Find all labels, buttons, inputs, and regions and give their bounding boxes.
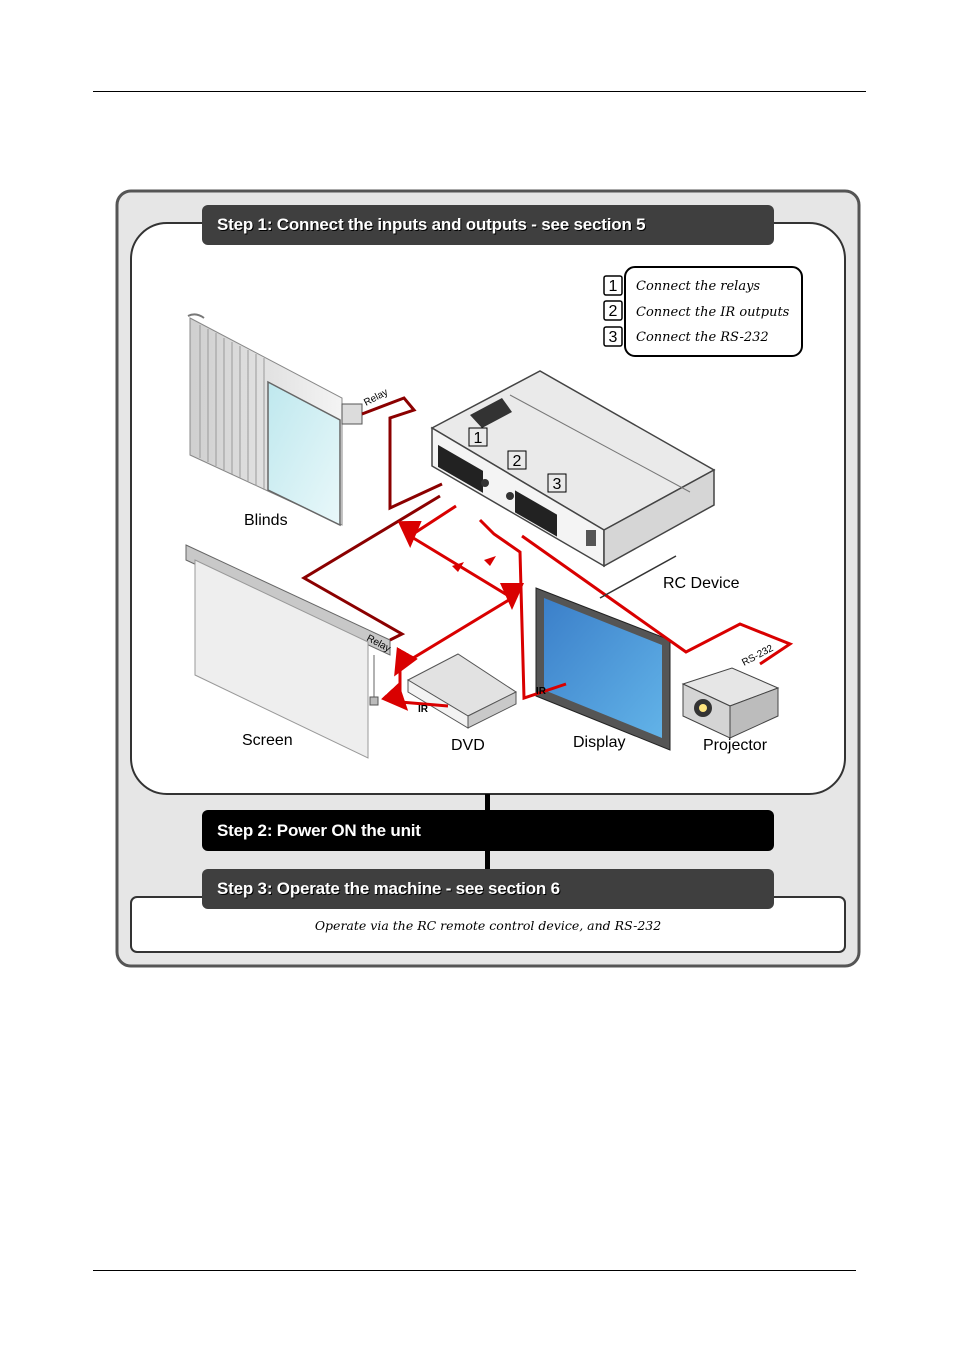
device-label-rc: RC Device	[663, 575, 740, 592]
svg-text:1: 1	[609, 278, 618, 295]
unit-callout-1: 1	[474, 430, 483, 447]
unit-callout-2-box	[507, 450, 527, 470]
unit-callout-2: 2	[513, 453, 522, 470]
device-label-display: Display	[573, 734, 625, 751]
connector-1	[485, 794, 490, 811]
unit-callout-1-box	[468, 427, 488, 447]
legend-num-2: 2	[603, 300, 623, 321]
blinds-illustration	[187, 313, 363, 527]
label-ir-dvd: IR	[418, 704, 429, 715]
top-rule	[93, 91, 866, 92]
step3-bar: Step 3: Operate the machine - see sectio…	[202, 869, 774, 909]
wire-ir-dvd	[381, 504, 525, 711]
control-unit	[430, 370, 716, 568]
unit-callout-3-box	[547, 473, 567, 493]
bottom-rule	[93, 1270, 856, 1271]
wire-rs232	[521, 534, 794, 666]
arrow-1	[452, 562, 464, 572]
legend-text-2: Connect the IR outputs	[636, 305, 790, 320]
wire-ir-display	[478, 518, 567, 701]
legend-text-1: Connect the relays	[636, 279, 760, 294]
connector-2	[485, 851, 490, 869]
device-label-screen: Screen	[242, 732, 293, 749]
device-label-projector: Projector	[703, 737, 768, 754]
unit-callout-3: 3	[553, 476, 562, 493]
wire-rc-device	[599, 555, 677, 599]
step2-bar: Step 2: Power ON the unit	[202, 810, 774, 851]
device-label-dvd: DVD	[451, 737, 485, 754]
projector-illustration	[681, 667, 780, 739]
legend-box	[624, 266, 803, 357]
wires	[301, 396, 794, 711]
arrow-2	[484, 556, 496, 566]
label-ir-display: IR	[536, 686, 547, 697]
device-label-blinds: Blinds	[244, 512, 288, 529]
display-illustration	[535, 587, 671, 751]
legend-text-3: Connect the RS-232	[636, 330, 769, 345]
legend-num-3: 3	[603, 326, 623, 347]
legend-num-1: 1	[603, 275, 623, 296]
step1-bar: Step 1: Connect the inputs and outputs -…	[202, 205, 774, 245]
svg-text:3: 3	[609, 329, 618, 346]
svg-text:2: 2	[609, 303, 618, 320]
operate-note: Operate via the RC remote control device…	[315, 918, 661, 933]
wire-relay-blinds	[361, 396, 443, 511]
